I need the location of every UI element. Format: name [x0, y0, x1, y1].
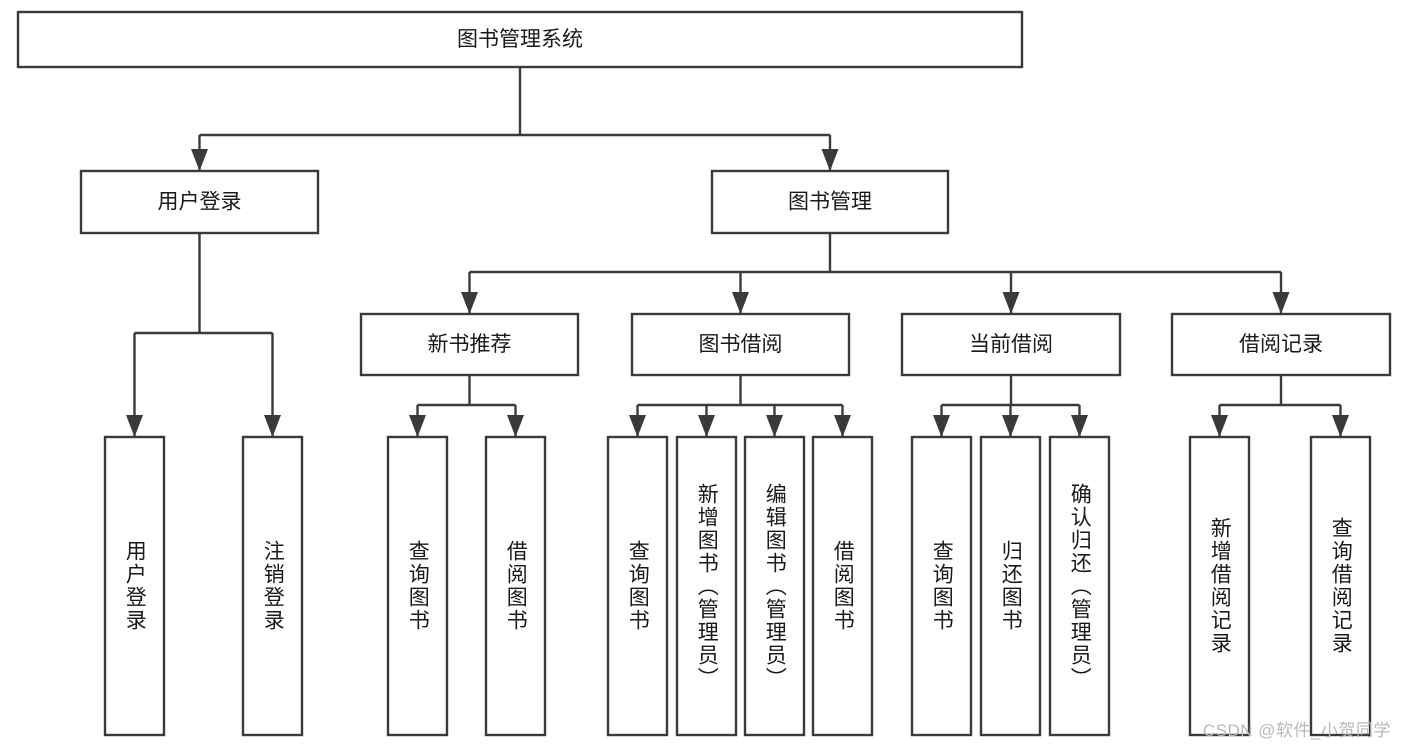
- leaf-node-1[interactable]: [979, 435, 1042, 737]
- level2-node-0[interactable]: 新书推荐: [359, 312, 580, 377]
- leaf-node-0[interactable]: [386, 435, 449, 737]
- leaf-node-1[interactable]: [1309, 435, 1372, 737]
- leaf-node-1[interactable]: [484, 435, 547, 737]
- level1-node-label: 图书管理: [788, 191, 872, 214]
- arrow-head-icon: [126, 415, 143, 437]
- watermark: CSDN @软件_小贺同学: [1202, 721, 1391, 740]
- arrow-head-icon: [629, 415, 646, 437]
- leaf-node-1[interactable]: [241, 435, 304, 737]
- leaf-node-2[interactable]: [1048, 435, 1111, 737]
- level2-node-label: 借阅记录: [1239, 333, 1323, 356]
- arrow-head-icon: [191, 149, 208, 171]
- arrow-head-icon: [821, 149, 839, 171]
- arrow-head-icon: [1071, 415, 1088, 437]
- arrow-head-icon: [1002, 292, 1020, 314]
- arrow-head-icon: [461, 292, 478, 314]
- level2-node-label: 图书借阅: [699, 333, 783, 356]
- leaf-node-2[interactable]: [743, 435, 806, 737]
- root-node[interactable]: 图书管理系统: [16, 10, 1024, 69]
- arrow-head-icon: [1272, 292, 1290, 314]
- level2-node-1[interactable]: 图书借阅: [630, 312, 851, 377]
- leaf-node-1[interactable]: [675, 435, 738, 737]
- arrow-head-icon: [264, 415, 281, 437]
- arrow-head-icon: [507, 415, 524, 437]
- arrow-head-icon: [933, 415, 950, 437]
- root-node-label: 图书管理系统: [457, 28, 583, 51]
- leaf-node-0[interactable]: [910, 435, 973, 737]
- level2-node-2[interactable]: 当前借阅: [900, 312, 1122, 377]
- arrow-head-icon: [1002, 415, 1019, 437]
- arrow-head-icon: [1211, 415, 1228, 437]
- arrow-head-icon: [1332, 415, 1349, 437]
- level1-node-1[interactable]: 图书管理: [710, 169, 950, 235]
- level1-node-0[interactable]: 用户登录: [79, 169, 320, 235]
- arrow-head-icon: [834, 415, 851, 437]
- arrow-head-icon: [409, 415, 426, 437]
- leaf-node-0[interactable]: [606, 435, 669, 737]
- level2-node-3[interactable]: 借阅记录: [1170, 312, 1392, 377]
- level1-node-label: 用户登录: [158, 191, 242, 214]
- leaf-node-0[interactable]: [1188, 435, 1251, 737]
- arrow-head-icon: [766, 415, 783, 437]
- leaf-node-0[interactable]: [103, 435, 166, 737]
- level2-node-label: 当前借阅: [969, 333, 1053, 356]
- arrow-head-icon: [732, 292, 749, 314]
- level2-node-label: 新书推荐: [428, 333, 512, 356]
- leaf-node-3[interactable]: [811, 435, 874, 737]
- arrow-head-icon: [698, 415, 715, 437]
